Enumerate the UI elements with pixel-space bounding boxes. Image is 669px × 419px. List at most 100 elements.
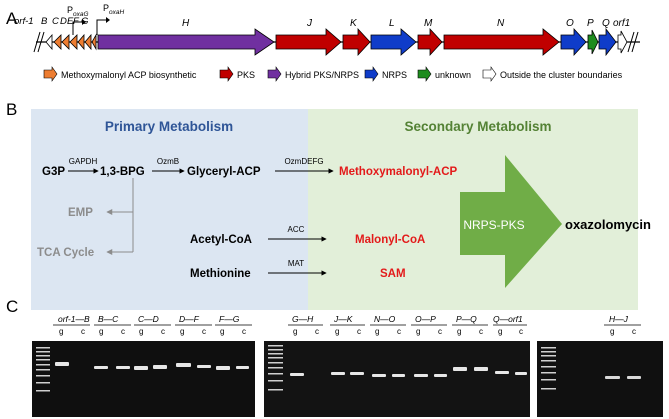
gel-1-labels: orf-1—B g c B—C g c C—D g c D—F g c F—G … xyxy=(53,314,252,336)
band xyxy=(153,365,167,369)
lane-c: c xyxy=(357,327,361,336)
lane-c: c xyxy=(81,327,85,336)
gene-label-l: L xyxy=(389,18,395,29)
gene-label-orf-1: orf-1 xyxy=(14,16,34,27)
band xyxy=(414,374,428,377)
legend-label-outside: Outside the cluster boundaries xyxy=(500,70,623,80)
pair-label: G—H xyxy=(292,314,314,324)
pair-label: O—P xyxy=(415,314,436,324)
gel-image-1 xyxy=(32,341,255,417)
lane-c: c xyxy=(121,327,125,336)
band xyxy=(350,372,364,375)
gene-arrow-f xyxy=(84,33,92,51)
gene-label-j: J xyxy=(306,18,313,29)
node-g3p: G3P xyxy=(42,166,65,178)
legend-swatch-hybrid xyxy=(267,66,282,82)
legend-swatch-nrps xyxy=(364,66,379,82)
ladder-gel-1 xyxy=(36,347,50,392)
bands-gel-1 xyxy=(55,362,249,370)
lane-g: g xyxy=(375,327,379,336)
lane-g: g xyxy=(59,327,63,336)
ladder-gel-3 xyxy=(541,347,556,390)
legend-swatch-pks xyxy=(219,66,234,82)
promoter-oxag: P oxaG xyxy=(67,5,89,35)
axis-break-left xyxy=(33,31,41,53)
band xyxy=(236,366,249,369)
node-glyceryl-acp: Glyceryl-ACP xyxy=(187,166,261,178)
band xyxy=(216,366,230,370)
node-oxazolomycin: oxazolomycin xyxy=(565,217,651,232)
node-bpg: 1,3-BPG xyxy=(100,166,145,178)
pair-label: H—J xyxy=(609,314,629,324)
lane-c: c xyxy=(438,327,442,336)
lane-c: c xyxy=(242,327,246,336)
secondary-metabolism-title: Secondary Metabolism xyxy=(404,119,551,134)
pair-label: F—G xyxy=(219,314,240,324)
gene-arrow-h xyxy=(97,28,275,56)
gene-arrow-orf1 xyxy=(617,30,628,54)
node-tca-cycle: TCA Cycle xyxy=(37,247,94,259)
axis-break-left xyxy=(37,31,45,53)
panel-c-letter: C xyxy=(6,297,18,316)
gene-arrow-d xyxy=(69,34,78,50)
legend-label-unknown: unknown xyxy=(435,70,471,80)
band xyxy=(176,363,191,367)
enzyme-acc: ACC xyxy=(288,225,305,234)
pair-label: J—K xyxy=(333,314,353,324)
nrps-pks-arrow xyxy=(460,155,562,288)
gene-arrow-p xyxy=(587,29,599,55)
legend-label-pks: PKS xyxy=(237,70,255,80)
gene-arrow-o xyxy=(560,27,587,57)
pair-label: N—O xyxy=(374,314,396,324)
band xyxy=(134,366,148,370)
band xyxy=(495,371,509,374)
enzyme-ozmb: OzmB xyxy=(157,157,179,166)
gene-arrow-e xyxy=(77,33,85,51)
band xyxy=(453,367,467,371)
gene-arrow-g xyxy=(91,33,97,51)
band xyxy=(515,372,527,375)
promoter-oxah-sub: oxaH xyxy=(109,9,124,16)
lane-g: g xyxy=(498,327,502,336)
enzyme-gapdh: GAPDH xyxy=(69,157,98,166)
promoter-oxag-sub: oxaG xyxy=(73,11,89,18)
gene-label-q: Q xyxy=(602,18,610,29)
lane-c: c xyxy=(161,327,165,336)
primary-metabolism-title: Primary Metabolism xyxy=(105,119,233,134)
lane-c: c xyxy=(479,327,483,336)
band xyxy=(474,367,488,371)
band xyxy=(55,362,69,366)
gene-arrow-m xyxy=(417,27,443,57)
pair-label: Q—orf1 xyxy=(493,314,523,324)
band xyxy=(392,374,405,377)
node-malonyl-coa: Malonyl-CoA xyxy=(355,234,425,246)
band xyxy=(627,376,641,379)
band xyxy=(331,372,345,375)
band xyxy=(197,365,211,368)
gene-label-m: M xyxy=(424,18,433,29)
gene-label-o: O xyxy=(566,18,574,29)
lane-c: c xyxy=(632,327,636,336)
gel-2-labels: G—H g c J—K g c N—O g c O—P g c P—Q g c … xyxy=(288,314,527,336)
gene-arrow-n xyxy=(443,28,560,56)
gene-label-c: C xyxy=(52,16,59,27)
lane-g: g xyxy=(99,327,103,336)
gene-label-n: N xyxy=(497,18,505,29)
gene-label-e: E xyxy=(67,16,74,27)
legend-label-hybrid: Hybrid PKS/NRPS xyxy=(285,70,359,80)
pair-label: orf-1—B xyxy=(58,314,90,324)
gene-arrow-b xyxy=(53,34,62,50)
node-methoxymalonyl-acp: Methoxymalonyl-ACP xyxy=(339,166,458,178)
lane-g: g xyxy=(139,327,143,336)
band xyxy=(605,376,620,379)
legend-label-nrps: NRPS xyxy=(382,70,407,80)
lane-g: g xyxy=(293,327,297,336)
band xyxy=(94,366,108,369)
panel-b-letter: B xyxy=(6,100,17,119)
gene-arrow-orf-1 xyxy=(45,33,53,51)
panel-a-letter: A xyxy=(6,9,18,28)
nrps-pks-label: NRPS-PKS xyxy=(463,218,524,232)
legend-swatch-outside xyxy=(482,66,497,82)
axis-break-right xyxy=(631,31,639,53)
